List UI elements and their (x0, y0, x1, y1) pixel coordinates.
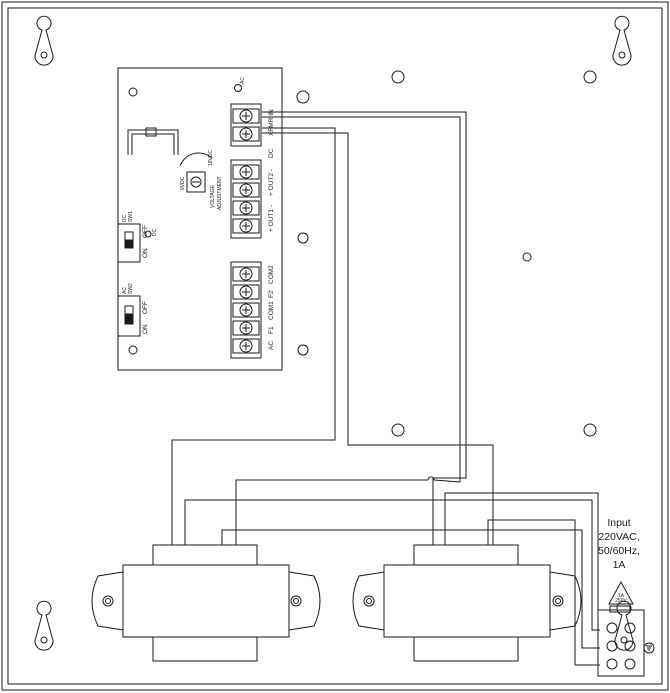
label-ac: AC (268, 341, 275, 350)
ground-icon (643, 642, 655, 654)
voltage-pot (186, 171, 206, 193)
terminal-screw[interactable] (239, 183, 253, 197)
mount-hole (296, 90, 310, 104)
mount-hole (297, 232, 309, 244)
terminal-cell (232, 126, 260, 142)
dc-switch-name: DC (122, 214, 128, 222)
label-xfmr-in: XFMR IN (268, 109, 275, 136)
dc-led (144, 230, 152, 238)
screw-slot (242, 306, 250, 314)
dc-switch-off: OFF (142, 225, 149, 238)
screw-slot (242, 204, 250, 212)
label-dc: DC (268, 148, 275, 158)
keyhole-bottom-left (34, 600, 54, 651)
terminal-cell (232, 164, 260, 180)
screw-slot (242, 342, 250, 350)
screw-slot (242, 324, 250, 332)
fuse-warning-triangle (608, 580, 634, 605)
terminal-cell (232, 200, 260, 216)
ac-led (234, 84, 242, 92)
fuse-rating: 1A (618, 593, 625, 599)
ac-led-label: AC (240, 77, 246, 84)
terminal-screw[interactable] (239, 165, 253, 179)
label-com1: COM1 (268, 301, 275, 320)
screw-slot (242, 168, 250, 176)
transformer-right (352, 544, 582, 662)
label-out1: + OUT1 - (268, 205, 275, 232)
board-labels: AC DC 8VDC 18VDC VOLTAGE ADJUSTMENT DC S… (122, 77, 275, 350)
fuse-voltage: 250V (615, 598, 627, 604)
terminal-screw[interactable] (239, 321, 253, 335)
ac-switch-on: ON (142, 324, 149, 334)
terminal-cell (232, 182, 260, 198)
input-line4: 1A (613, 559, 626, 571)
terminal-cell (232, 320, 260, 336)
screw-slot (242, 130, 250, 138)
transformer-left (91, 544, 321, 662)
ac-switch-sw2[interactable] (117, 295, 141, 337)
keyhole-top-left (34, 15, 54, 66)
mount-hole (522, 252, 532, 262)
dc-switch-sw1[interactable] (117, 223, 141, 263)
keyhole-top-right (612, 15, 632, 66)
vadj-subtitle: ADJUSTMENT (217, 176, 223, 210)
ac-switch-name: AC (122, 287, 128, 294)
terminal-screw[interactable] (239, 285, 253, 299)
voltage-adj-arc (179, 152, 213, 167)
enclosure-inner (7, 7, 663, 685)
mount-hole (391, 70, 405, 84)
ac-switch-id: SW2 (128, 283, 134, 294)
label-f1: F1 (268, 326, 275, 334)
input-line2: 220VAC, (598, 531, 639, 543)
mount-hole (583, 423, 597, 437)
terminal-blocks (230, 103, 262, 359)
terminal-screw[interactable] (239, 303, 253, 317)
terminal-block-body (230, 261, 262, 359)
jumper-bracket (127, 129, 179, 155)
input-line1: Input (607, 517, 630, 529)
terminal-screw[interactable] (239, 339, 253, 353)
board-hole (128, 87, 138, 97)
terminal-cell (232, 302, 260, 318)
screw-slot (242, 288, 250, 296)
terminal-screw[interactable] (239, 109, 253, 123)
vadj-title: VOLTAGE (210, 184, 216, 208)
keyhole-bottom-right (614, 600, 634, 651)
vadj-low-label: 8VDC (180, 176, 186, 190)
label-out2: + OUT2 - (268, 169, 275, 196)
ac-switch-off: OFF (142, 301, 149, 314)
screw-slot (242, 270, 250, 278)
dc-switch-on: ON (142, 248, 149, 258)
terminal-block-body (230, 159, 262, 239)
board-hole (128, 345, 138, 355)
terminal-screw[interactable] (239, 267, 253, 281)
terminal-cell (232, 338, 260, 354)
circuit-board (117, 67, 283, 371)
mount-hole (297, 344, 309, 356)
mount-hole (583, 70, 597, 84)
dc-switch-id: SW1 (128, 211, 134, 222)
terminal-screw[interactable] (239, 219, 253, 233)
label-f2: F2 (268, 290, 275, 298)
input-line3: 50/60Hz, (598, 545, 640, 557)
terminal-screw[interactable] (239, 127, 253, 141)
terminal-block-body (230, 103, 262, 147)
terminal-cell (232, 218, 260, 234)
terminal-cell (232, 284, 260, 300)
terminal-cell (232, 108, 260, 124)
screw-slot (242, 222, 250, 230)
screw-slot (242, 186, 250, 194)
wiring (171, 111, 600, 666)
label-com2: COM2 (268, 265, 275, 284)
input-labels: Input 220VAC, 50/60Hz, 1A 1A 250V (598, 517, 640, 604)
input-terminal-block (597, 580, 655, 677)
terminal-cell (232, 266, 260, 282)
vadj-high-label: 18VDC (208, 149, 214, 166)
screw-slot (242, 112, 250, 120)
dc-led-label: DC (152, 228, 158, 236)
mount-hole (391, 423, 405, 437)
terminal-screw[interactable] (239, 201, 253, 215)
